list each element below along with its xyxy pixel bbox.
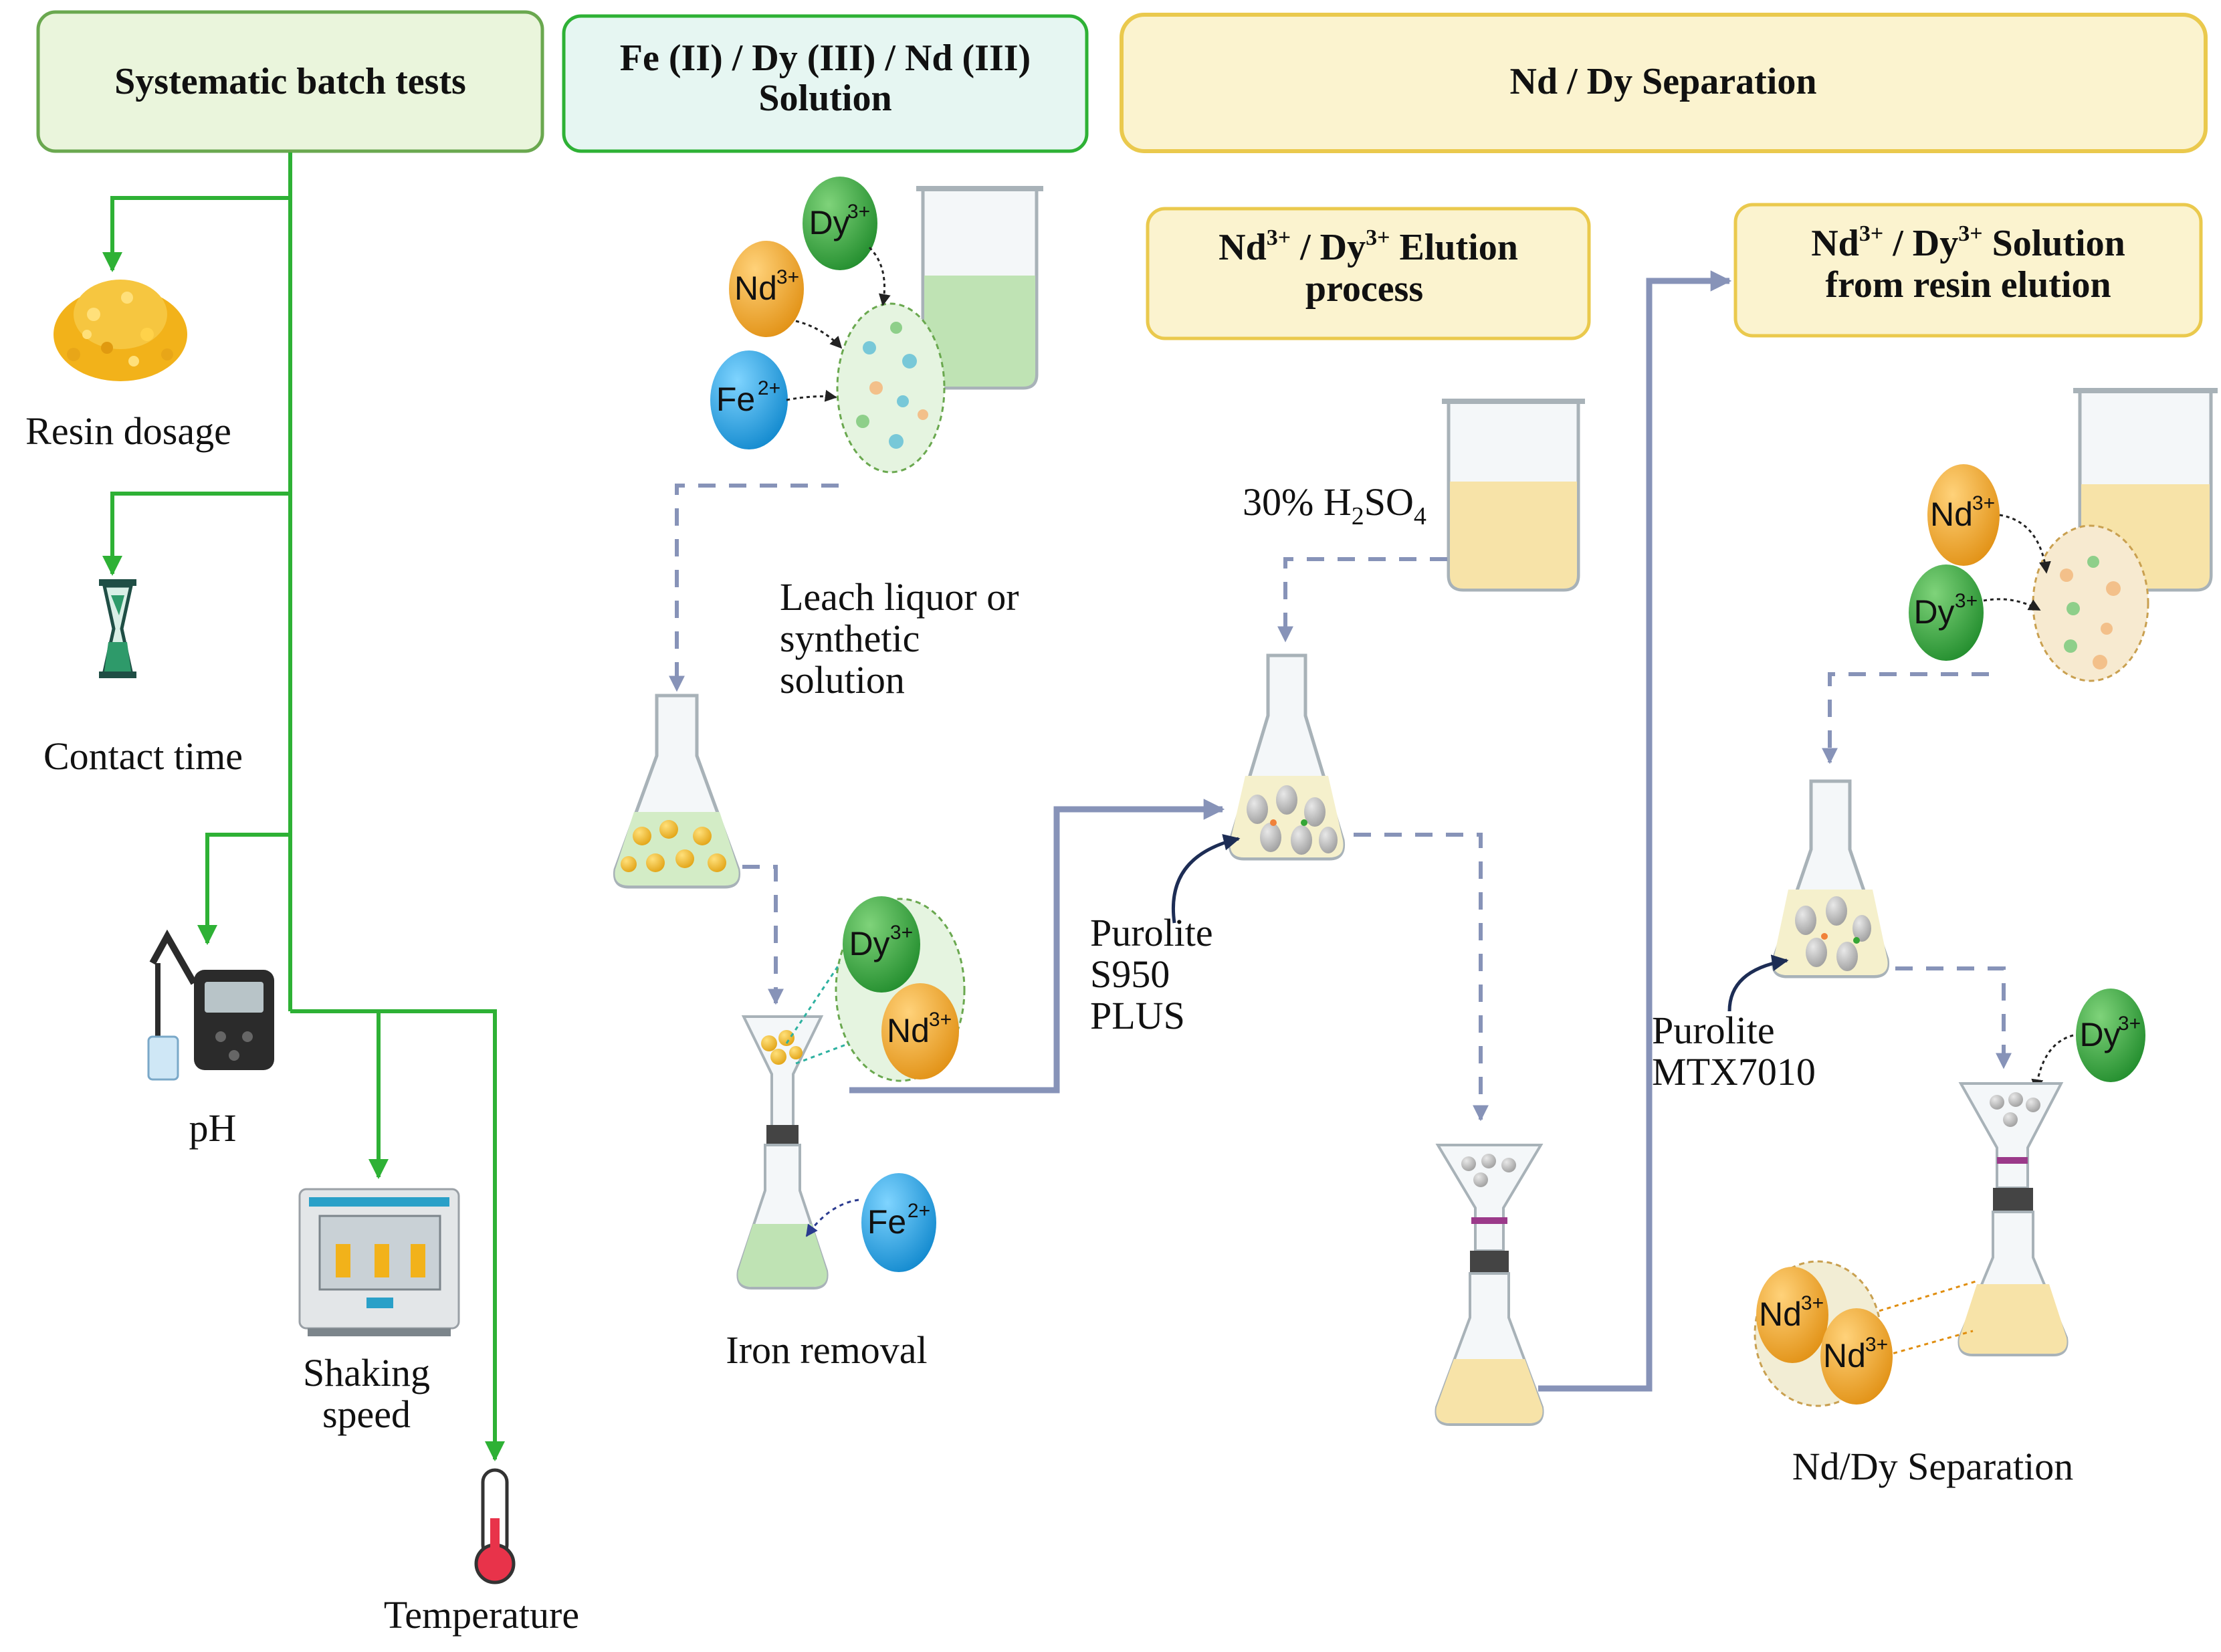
hourglass-icon	[99, 579, 136, 678]
svg-text:Fe: Fe	[867, 1203, 906, 1241]
nd-ion-retained: Nd 3+	[881, 983, 959, 1079]
label-temperature: Temperature	[384, 1593, 579, 1637]
label-s950-line2: S950	[1090, 952, 1170, 996]
ion-dotted-arrows	[786, 246, 891, 402]
header-separation: Nd / Dy Separation	[1120, 13, 2208, 153]
ph-meter-icon	[147, 929, 274, 1081]
nd-ion-separated-1: Nd 3+	[1756, 1267, 1828, 1363]
header-solution-line1: Fe (II) / Dy (III) / Nd (III)	[620, 37, 1031, 79]
arrow-to-resin-solution	[1538, 270, 1732, 1392]
svg-text:Fe: Fe	[716, 381, 755, 418]
label-contact-time: Contact time	[43, 734, 243, 778]
header-resin-solution: Nd3+ / Dy3+ Solution from resin elution	[1733, 203, 2203, 338]
nd-ion-separated-2: Nd 3+	[1820, 1308, 1893, 1405]
svg-text:2+: 2+	[908, 1200, 930, 1222]
resin-bead-zoom	[836, 302, 946, 474]
svg-text:Dy: Dy	[849, 925, 889, 962]
svg-text:2+: 2+	[758, 377, 780, 399]
label-resin-dosage: Resin dosage	[25, 409, 231, 453]
separation-filter-icon	[1958, 1082, 2069, 1356]
fe-removal-arrow	[805, 1199, 859, 1237]
label-shaking-line1: Shaking	[303, 1351, 430, 1395]
svg-text:Nd: Nd	[887, 1012, 930, 1049]
beaker-icon	[916, 186, 1043, 390]
dy-to-filter-arrow	[2031, 1034, 2074, 1092]
svg-text:Nd: Nd	[1823, 1337, 1866, 1374]
filter-setup-icon	[736, 1015, 829, 1289]
header-separation-title: Nd / Dy Separation	[1510, 61, 1817, 102]
header-elution-line1: Nd3+ / Dy3+ Elution	[1219, 225, 1518, 268]
fe-ion-removed: Fe 2+	[861, 1173, 936, 1272]
label-ph: pH	[189, 1106, 237, 1150]
svg-text:3+: 3+	[890, 922, 913, 944]
label-leach-line3: solution	[780, 658, 905, 702]
resin-bead-zoom-right	[2032, 524, 2149, 682]
nd-ion-right: Nd 3+	[1927, 464, 2000, 566]
label-leach-line2: synthetic	[780, 617, 920, 660]
header-resin-solution-line1: Nd3+ / Dy3+ Solution	[1811, 221, 2125, 264]
header-batch-title: Systematic batch tests	[114, 61, 466, 102]
dy-ion-top: Dy 3+	[803, 177, 877, 270]
svg-text:Dy: Dy	[2079, 1016, 2120, 1053]
batch-tree	[102, 152, 505, 1461]
label-iron-removal: Iron removal	[726, 1328, 927, 1372]
arrow-to-elution-filter	[1354, 833, 1489, 1122]
arrow-acid-to-flask	[1277, 557, 1447, 643]
arrow-to-separation-filter	[1895, 966, 2012, 1069]
label-shaking-line2: speed	[322, 1392, 411, 1436]
arrow-to-mtx-flask	[1822, 672, 1989, 764]
label-s950-line1: Purolite	[1090, 911, 1213, 954]
svg-text:3+: 3+	[1865, 1334, 1888, 1356]
svg-text:Nd: Nd	[734, 270, 777, 307]
header-elution-line2: process	[1305, 268, 1423, 310]
header-solution-line2: Solution	[758, 78, 891, 119]
header-elution-process: Nd3+ / Dy3+ Elution process	[1146, 207, 1591, 340]
label-h2so4: 30% H2SO4	[1243, 480, 1426, 530]
label-nd-dy-separation: Nd/Dy Separation	[1792, 1445, 2073, 1488]
header-batch-tests: Systematic batch tests	[36, 10, 544, 153]
svg-text:Dy: Dy	[1913, 593, 1954, 631]
fe-ion-top: Fe 2+	[710, 350, 788, 449]
h2so4-beaker-icon	[1442, 399, 1585, 592]
svg-text:3+: 3+	[776, 266, 799, 288]
label-mtx-line1: Purolite	[1652, 1009, 1775, 1052]
label-leach-line1: Leach liquor or	[780, 575, 1019, 619]
elution-filter-icon	[1435, 1144, 1544, 1426]
purolite-s950-pointer	[1172, 834, 1241, 924]
purolite-mtx-pointer	[1727, 954, 1789, 1012]
leach-flask-icon	[613, 694, 741, 889]
svg-text:3+: 3+	[1972, 492, 1995, 514]
dy-ion-right: Dy 3+	[1909, 564, 1984, 661]
svg-text:Dy: Dy	[809, 204, 849, 241]
mtx-flask-icon	[1771, 779, 1890, 978]
header-resin-solution-line2: from resin elution	[1825, 264, 2111, 306]
header-solution: Fe (II) / Dy (III) / Nd (III) Solution	[562, 14, 1089, 153]
label-s950-line3: PLUS	[1090, 994, 1185, 1037]
resin-pile-icon	[54, 280, 187, 381]
svg-text:3+: 3+	[2118, 1013, 2141, 1035]
svg-text:3+: 3+	[847, 201, 870, 223]
thermometer-icon	[474, 1468, 516, 1584]
dy-ion-retained: Dy 3+	[843, 896, 920, 993]
arrow-to-filter	[742, 865, 784, 1005]
svg-text:3+: 3+	[1801, 1292, 1824, 1314]
arrow-to-leach-flask	[669, 484, 839, 692]
shaker-icon	[298, 1188, 460, 1336]
label-mtx-line2: MTX7010	[1652, 1050, 1816, 1094]
arrow-to-elution	[849, 799, 1225, 1094]
right-ion-dotted-arrows	[1983, 514, 2051, 611]
dy-ion-separated: Dy 3+	[2076, 989, 2145, 1082]
svg-text:3+: 3+	[929, 1009, 952, 1031]
svg-text:Nd: Nd	[1930, 496, 1973, 533]
elution-flask-icon	[1228, 653, 1346, 861]
svg-text:Nd: Nd	[1759, 1296, 1802, 1333]
nd-ion-top: Nd 3+	[729, 241, 804, 337]
svg-text:3+: 3+	[1955, 590, 1978, 612]
